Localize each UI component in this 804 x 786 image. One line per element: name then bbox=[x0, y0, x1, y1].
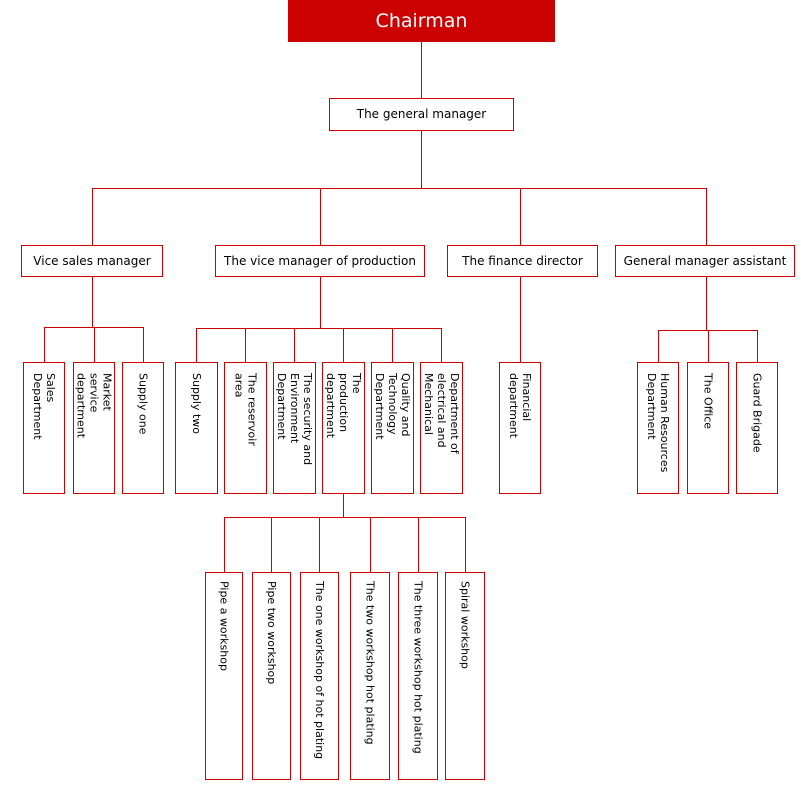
org-node-security-environment-department: The security and Environment Department bbox=[273, 362, 316, 494]
connector-line bbox=[294, 328, 295, 362]
org-node-chairman: Chairman bbox=[288, 0, 555, 42]
org-node-general-manager: The general manager bbox=[329, 98, 514, 131]
org-node-human-resources-department: Human Resources Department bbox=[637, 362, 679, 494]
node-label: Guard Brigade bbox=[750, 373, 764, 453]
node-label: Department of electrical and Mechanical bbox=[422, 373, 461, 454]
connector-line bbox=[92, 188, 707, 189]
node-label: The three workshop hot plating bbox=[411, 581, 425, 754]
connector-line bbox=[320, 277, 321, 328]
connector-line bbox=[143, 327, 144, 362]
node-label: Supply two bbox=[190, 373, 203, 435]
connector-line bbox=[370, 517, 371, 572]
connector-line bbox=[271, 517, 272, 572]
connector-line bbox=[224, 517, 466, 518]
connector-line bbox=[658, 330, 757, 331]
node-label: Spiral workshop bbox=[458, 581, 472, 669]
node-label: Pipe a workshop bbox=[217, 581, 231, 671]
connector-line bbox=[94, 327, 95, 362]
org-node-market-service-department: Market service department bbox=[73, 362, 115, 494]
connector-line bbox=[343, 328, 344, 362]
node-label: Market service department bbox=[74, 373, 114, 439]
org-node-the-office: The Office bbox=[687, 362, 729, 494]
org-node-vice-sales-manager: Vice sales manager bbox=[21, 245, 163, 277]
org-node-pipe-two-workshop: Pipe two workshop bbox=[252, 572, 291, 780]
org-node-reservoir-area: The reservoir area bbox=[224, 362, 267, 494]
org-node-quality-technology-department: Quality and Technology Department bbox=[371, 362, 414, 494]
org-node-vice-manager-production: The vice manager of production bbox=[215, 245, 425, 277]
node-label: The Office bbox=[701, 373, 715, 430]
connector-line bbox=[92, 277, 93, 327]
node-label: Human Resources Department bbox=[645, 373, 671, 473]
org-node-supply-one: Supply one bbox=[122, 362, 164, 494]
connector-line bbox=[343, 494, 344, 517]
connector-line bbox=[44, 327, 45, 362]
connector-line bbox=[245, 328, 246, 362]
org-node-general-manager-assistant: General manager assistant bbox=[615, 245, 795, 277]
org-node-supply-two: Supply two bbox=[175, 362, 218, 494]
org-node-production-department: The production department bbox=[322, 362, 365, 494]
connector-line bbox=[441, 328, 442, 362]
connector-line bbox=[196, 328, 197, 362]
connector-line bbox=[319, 517, 320, 572]
org-node-pipe-a-workshop: Pipe a workshop bbox=[205, 572, 243, 780]
connector-line bbox=[92, 188, 93, 245]
org-node-hot-plating-workshop-one: The one workshop of hot plating bbox=[300, 572, 339, 780]
connector-line bbox=[757, 330, 758, 362]
connector-line bbox=[658, 330, 659, 362]
node-label: Quality and Technology Department bbox=[373, 373, 412, 440]
connector-line bbox=[224, 517, 225, 572]
connector-line bbox=[421, 131, 422, 188]
org-node-electrical-mechanical-department: Department of electrical and Mechanical bbox=[420, 362, 463, 494]
node-label: Supply one bbox=[136, 373, 150, 435]
connector-line bbox=[418, 517, 419, 572]
org-node-sales-department: Sales Department bbox=[23, 362, 65, 494]
org-node-hot-plating-workshop-three: The three workshop hot plating bbox=[398, 572, 438, 780]
connector-line bbox=[520, 188, 521, 245]
node-label: Pipe two workshop bbox=[265, 581, 278, 685]
org-node-finance-director: The finance director bbox=[447, 245, 598, 277]
org-node-hot-plating-workshop-two: The two workshop hot plating bbox=[350, 572, 390, 780]
node-label: The two workshop hot plating bbox=[363, 581, 377, 745]
node-label: The production department bbox=[324, 373, 363, 439]
node-label: Sales Department bbox=[31, 373, 57, 440]
node-label: The reservoir area bbox=[232, 373, 259, 446]
org-node-spiral-workshop: Spiral workshop bbox=[445, 572, 485, 780]
connector-line bbox=[706, 188, 707, 245]
connector-line bbox=[706, 277, 707, 330]
connector-line bbox=[465, 517, 466, 572]
connector-line bbox=[392, 328, 393, 362]
connector-line bbox=[320, 188, 321, 245]
connector-line bbox=[708, 330, 709, 362]
node-label: The security and Environment Department bbox=[275, 373, 314, 466]
node-label: The one workshop of hot plating bbox=[313, 581, 326, 760]
org-node-guard-brigade: Guard Brigade bbox=[736, 362, 778, 494]
connector-line bbox=[421, 42, 422, 98]
connector-line bbox=[520, 277, 521, 362]
connector-line bbox=[196, 328, 442, 329]
org-node-financial-department: Financial department bbox=[499, 362, 541, 494]
node-label: Financial department bbox=[507, 373, 533, 439]
